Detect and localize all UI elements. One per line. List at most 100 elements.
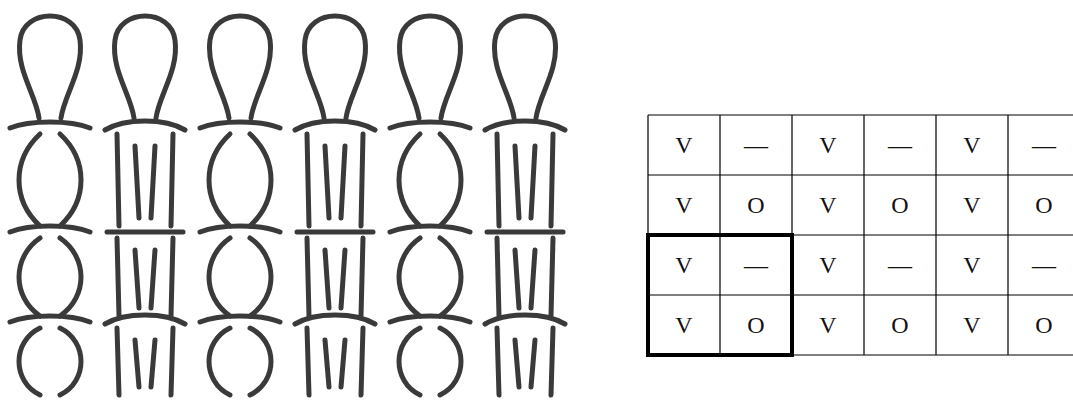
- yarn-stroke: [135, 250, 139, 308]
- repeat-outline: [648, 235, 792, 355]
- yarn-stroke: [295, 121, 375, 130]
- yarn-stroke: [60, 134, 81, 226]
- chart-symbol: V: [648, 115, 720, 175]
- yarn-stroke: [171, 328, 173, 395]
- yarn-stroke: [390, 316, 470, 322]
- yarn-stroke: [171, 238, 173, 316]
- chart-symbol: O: [864, 295, 936, 355]
- yarn-stroke: [114, 16, 175, 118]
- stitch-loops: [10, 16, 565, 395]
- yarn-stroke: [551, 238, 553, 316]
- yarn-stroke: [10, 122, 90, 128]
- yarn-stroke: [304, 16, 365, 118]
- chart-symbol: O: [720, 175, 792, 235]
- yarn-stroke: [399, 134, 420, 226]
- yarn-stroke: [515, 146, 519, 218]
- yarn-stroke: [515, 340, 519, 387]
- yarn-stroke: [307, 328, 309, 395]
- chart-symbol: —: [864, 115, 936, 175]
- yarn-stroke: [325, 146, 329, 218]
- yarn-stroke: [485, 121, 565, 130]
- yarn-stroke: [209, 328, 230, 395]
- yarn-stroke: [551, 134, 553, 226]
- yarn-stroke: [117, 238, 119, 316]
- yarn-stroke: [531, 146, 535, 218]
- yarn-stroke: [151, 250, 155, 308]
- yarn-stroke: [341, 146, 345, 218]
- yarn-stroke: [10, 316, 90, 322]
- yarn-stroke: [361, 134, 363, 226]
- yarn-stroke: [307, 238, 309, 316]
- yarn-stroke: [200, 226, 280, 232]
- yarn-stroke: [551, 328, 553, 395]
- yarn-stroke: [151, 146, 155, 218]
- yarn-stroke: [209, 238, 230, 316]
- yarn-stroke: [531, 340, 535, 387]
- yarn-stroke: [361, 328, 363, 395]
- yarn-stroke: [105, 315, 185, 324]
- yarn-stroke: [19, 134, 40, 226]
- grid-line: [648, 114, 1073, 115]
- yarn-stroke: [19, 238, 40, 316]
- chart-symbol: V: [792, 295, 864, 355]
- yarn-stroke: [200, 316, 280, 322]
- yarn-stroke: [487, 230, 563, 235]
- yarn-stroke: [440, 134, 461, 226]
- yarn-stroke: [117, 134, 119, 226]
- yarn-stroke: [497, 328, 499, 395]
- yarn-stroke: [250, 238, 271, 316]
- yarn-stroke: [325, 340, 329, 387]
- yarn-stroke: [10, 226, 90, 232]
- yarn-stroke: [390, 226, 470, 232]
- yarn-stroke: [361, 238, 363, 316]
- chart-symbol: V: [936, 115, 1008, 175]
- yarn-stroke: [200, 122, 280, 128]
- yarn-stroke: [60, 328, 81, 395]
- yarn-stroke: [250, 328, 271, 395]
- chart-symbol: —: [720, 235, 792, 295]
- yarn-stroke: [307, 134, 309, 226]
- chart-symbol: V: [936, 175, 1008, 235]
- yarn-stroke: [390, 122, 470, 128]
- chart-symbol: V: [792, 115, 864, 175]
- chart-symbol: —: [720, 115, 792, 175]
- chart-symbol: —: [1008, 235, 1073, 295]
- yarn-stroke: [325, 250, 329, 308]
- yarn-stroke: [135, 146, 139, 218]
- chart-symbol: O: [864, 175, 936, 235]
- chart-grid: [648, 115, 1073, 355]
- chart-symbol: V: [648, 175, 720, 235]
- chart-symbol: —: [864, 235, 936, 295]
- chart-symbol: V: [792, 175, 864, 235]
- yarn-stroke: [209, 134, 230, 226]
- yarn-stroke: [497, 238, 499, 316]
- chart-symbol: V: [936, 295, 1008, 355]
- chart-symbol: O: [1008, 175, 1073, 235]
- chart-symbol: —: [1008, 115, 1073, 175]
- grid-line: [648, 294, 1073, 295]
- yarn-stroke: [440, 238, 461, 316]
- chart-symbol: O: [720, 295, 792, 355]
- yarn-stroke: [295, 315, 375, 324]
- yarn-stroke: [531, 250, 535, 308]
- yarn-stroke: [117, 328, 119, 395]
- chart-symbol: O: [1008, 295, 1073, 355]
- yarn-stroke: [399, 16, 460, 118]
- yarn-stroke: [250, 134, 271, 226]
- grid-line: [648, 174, 1073, 175]
- yarn-stroke: [171, 134, 173, 226]
- yarn-stroke: [341, 250, 345, 308]
- yarn-stroke: [399, 328, 420, 395]
- yarn-stroke: [209, 16, 270, 118]
- yarn-stroke: [440, 328, 461, 395]
- yarn-stroke: [341, 340, 345, 387]
- chart-symbol: V: [792, 235, 864, 295]
- yarn-stroke: [19, 328, 40, 395]
- yarn-stroke: [151, 340, 155, 387]
- yarn-stroke: [497, 134, 499, 226]
- yarn-stroke: [515, 250, 519, 308]
- chart-symbol: V: [648, 235, 720, 295]
- chart-symbol: V: [936, 235, 1008, 295]
